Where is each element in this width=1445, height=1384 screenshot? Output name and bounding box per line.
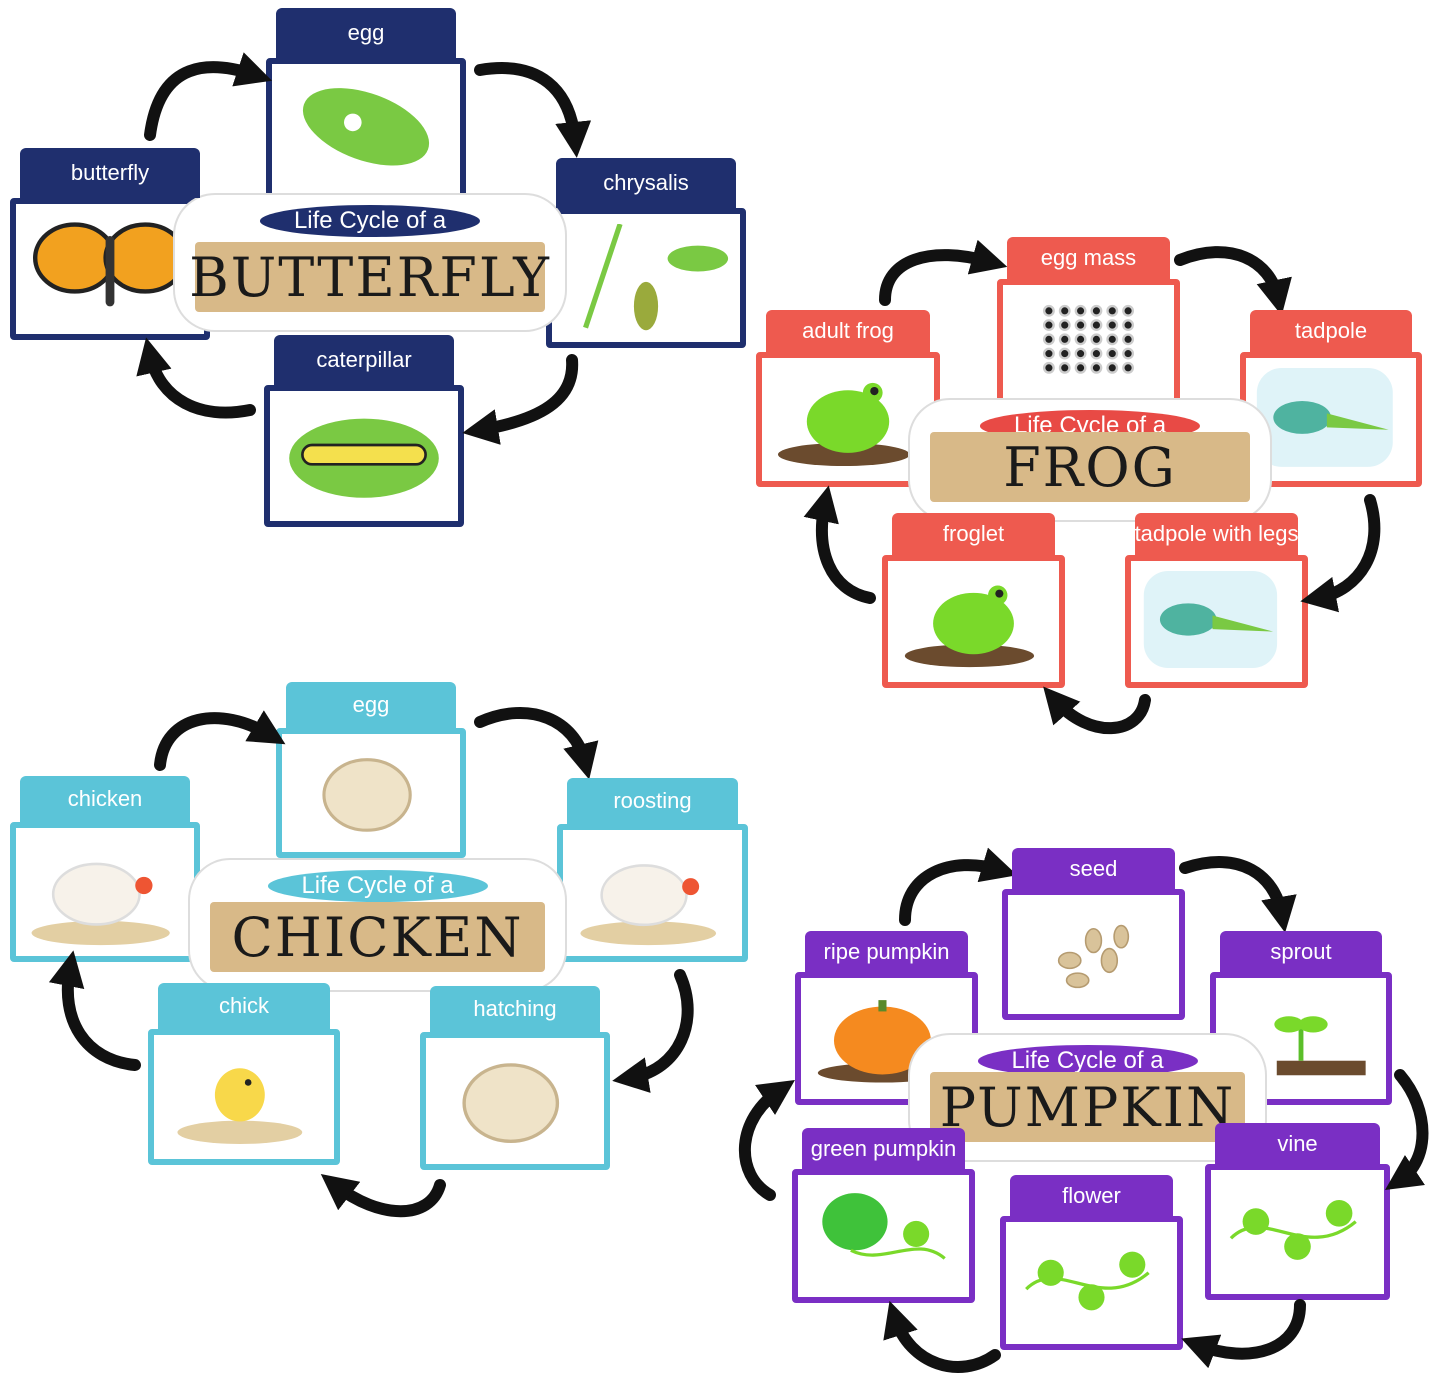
stage-label: hatching xyxy=(430,986,600,1032)
cycle-arrow xyxy=(1181,1299,1306,1369)
cycle-arrow xyxy=(899,847,1018,926)
cycle-title-banner: Life Cycle of a FROG xyxy=(910,400,1270,520)
stage-label: butterfly xyxy=(20,148,200,198)
cycle-arrow xyxy=(1174,246,1292,316)
cycle-arrow xyxy=(474,707,599,780)
stage-illustration xyxy=(26,214,194,324)
stage-card xyxy=(1002,889,1185,1020)
stage-card xyxy=(148,1029,340,1165)
cycle-arrow xyxy=(136,337,256,419)
stage-label: egg mass xyxy=(1007,237,1170,279)
stage-card xyxy=(557,824,748,962)
stage-label: chicken xyxy=(20,776,190,822)
stage-card xyxy=(997,279,1180,410)
cycle-title-banner: Life Cycle of a BUTTERFLY xyxy=(175,195,565,330)
cycle-arrow xyxy=(738,1080,795,1201)
cycle-subtitle: Life Cycle of a xyxy=(259,205,481,237)
stage-illustration xyxy=(164,1045,324,1149)
cycle-arrow xyxy=(154,710,286,771)
cycle-arrow xyxy=(612,969,694,1093)
stage-card xyxy=(10,822,200,962)
stage-card xyxy=(882,555,1065,688)
stage-card xyxy=(1240,352,1422,487)
stage-label: tadpole xyxy=(1250,310,1412,352)
stage-illustration xyxy=(772,368,924,471)
stage-illustration xyxy=(1018,905,1169,1004)
cycle-arrow xyxy=(803,485,876,604)
stage-illustration xyxy=(808,1185,959,1287)
stage-label: green pumpkin xyxy=(802,1128,965,1169)
stage-illustration xyxy=(573,840,732,946)
stage-label: egg xyxy=(286,682,456,728)
stage-card xyxy=(266,58,466,200)
stage-card xyxy=(1205,1164,1390,1300)
cycle-arrow xyxy=(144,52,273,141)
cycle-title: CHICKEN xyxy=(210,902,545,972)
stage-illustration xyxy=(1256,368,1406,471)
stage-label: flower xyxy=(1010,1175,1173,1216)
stage-label: chrysalis xyxy=(556,158,736,208)
cycle-title: FROG xyxy=(930,432,1250,502)
stage-illustration xyxy=(1013,295,1164,394)
stage-label: caterpillar xyxy=(274,335,454,385)
stage-card xyxy=(276,728,466,858)
cycle-arrow xyxy=(879,239,1008,306)
stage-label: seed xyxy=(1012,848,1175,889)
stage-illustration xyxy=(292,744,450,842)
stage-illustration xyxy=(1141,571,1292,672)
stage-label: egg xyxy=(276,8,456,58)
stage-label: sprout xyxy=(1220,931,1382,972)
stage-illustration xyxy=(562,223,730,332)
stage-illustration xyxy=(280,401,448,511)
stage-illustration xyxy=(26,838,184,946)
cycle-title-banner: Life Cycle of a CHICKEN xyxy=(190,860,565,990)
stage-illustration xyxy=(282,74,450,184)
stage-label: vine xyxy=(1215,1123,1380,1164)
cycle-arrow xyxy=(320,1173,446,1218)
cycle-arrow xyxy=(1385,1069,1429,1191)
stage-illustration xyxy=(436,1048,594,1154)
cycle-arrow xyxy=(883,1300,1001,1373)
stage-label: froglet xyxy=(892,513,1055,555)
stage-label: chick xyxy=(158,983,330,1029)
stage-label: ripe pumpkin xyxy=(805,931,968,972)
cycle-arrow xyxy=(1043,686,1151,735)
cycle-title: PUMPKIN xyxy=(930,1072,1245,1142)
cycle-arrow xyxy=(1179,856,1297,933)
stage-illustration xyxy=(1226,988,1376,1089)
stage-label: tadpole with legs xyxy=(1135,513,1298,555)
stage-card xyxy=(546,208,746,348)
cycle-arrow xyxy=(462,354,579,445)
cycle-subtitle: Life Cycle of a xyxy=(267,870,488,902)
cycle-arrow xyxy=(474,62,592,158)
stage-illustration xyxy=(898,571,1049,672)
cycle-arrow xyxy=(48,950,141,1071)
stage-card xyxy=(1125,555,1308,688)
stage-card xyxy=(1000,1216,1183,1350)
cycle-title: BUTTERFLY xyxy=(189,242,549,312)
cycle-subtitle: Life Cycle of a xyxy=(977,1045,1198,1077)
stage-card xyxy=(264,385,464,527)
stage-label: adult frog xyxy=(766,310,930,352)
stage-card xyxy=(420,1032,610,1170)
stage-illustration xyxy=(1221,1180,1374,1284)
stage-card xyxy=(792,1169,975,1303)
cycle-title-banner: Life Cycle of a PUMPKIN xyxy=(910,1035,1265,1160)
cycle-arrow xyxy=(1300,494,1381,613)
stage-label: roosting xyxy=(567,778,738,824)
stage-illustration xyxy=(1016,1232,1167,1334)
